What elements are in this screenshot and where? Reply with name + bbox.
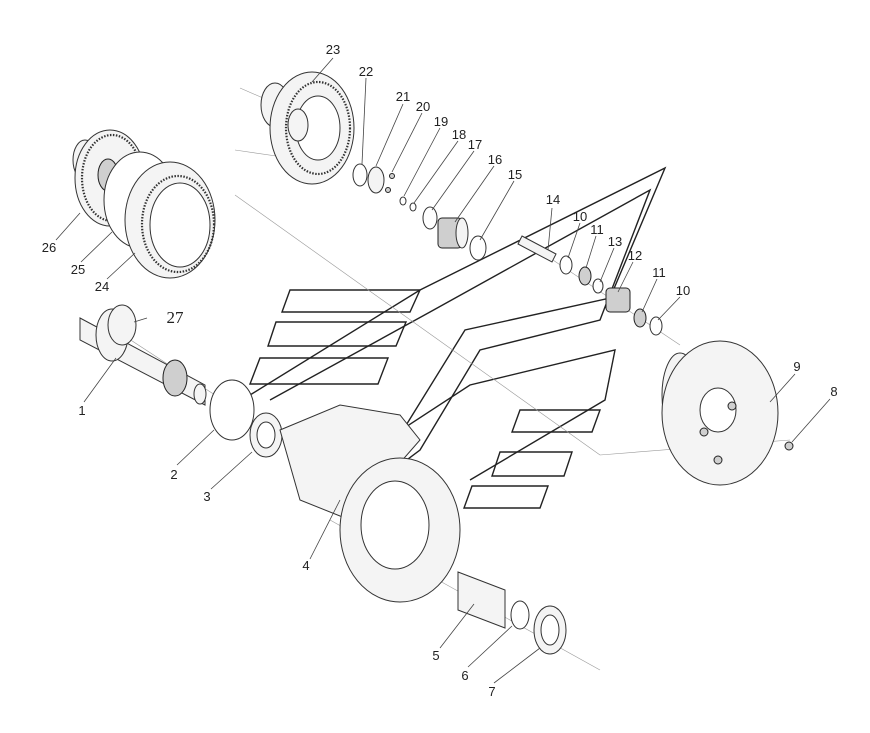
callout-1: 1 xyxy=(78,403,85,418)
callout-13: 13 xyxy=(608,234,622,249)
callout-20: 20 xyxy=(416,99,430,114)
part-10-washer-lower xyxy=(649,316,663,336)
part-19-pin xyxy=(399,196,407,206)
callout-6: 6 xyxy=(461,668,468,683)
callout-14: 14 xyxy=(546,192,560,207)
callout-22: 22 xyxy=(359,64,373,79)
callout-10-lower: 10 xyxy=(676,283,690,298)
callout-26: 26 xyxy=(42,240,56,255)
part-12-gear xyxy=(605,287,631,313)
part-4-housing xyxy=(279,404,461,603)
part-16-gear xyxy=(437,217,469,249)
part-21-plate xyxy=(367,166,385,194)
part-5-sleeve xyxy=(457,571,506,629)
leader-lines xyxy=(55,57,831,684)
part-20-bolt xyxy=(385,173,395,193)
part-17-ring xyxy=(422,206,438,230)
callout-8: 8 xyxy=(830,384,837,399)
part-22-plate xyxy=(352,163,368,187)
callout-27: 27 xyxy=(167,308,185,327)
callout-25: 25 xyxy=(71,262,85,277)
part-2-seal-ring xyxy=(209,379,255,441)
callout-15: 15 xyxy=(508,167,522,182)
part-11-bearing-lower xyxy=(633,308,647,328)
part-18-pin xyxy=(409,202,417,212)
callout-18: 18 xyxy=(452,127,466,142)
callout-12: 12 xyxy=(628,248,642,263)
callout-24: 24 xyxy=(95,279,109,294)
part-7-bearing xyxy=(533,605,567,655)
part-13-ring xyxy=(592,278,604,294)
part-11-bearing-upper xyxy=(578,266,592,286)
part-14-shaft xyxy=(517,235,557,263)
callout-16: 16 xyxy=(488,152,502,167)
callout-11-lower: 11 xyxy=(652,265,666,280)
callout-17: 17 xyxy=(468,137,482,152)
part-10-washer-upper xyxy=(559,255,573,275)
callout-9: 9 xyxy=(793,359,800,374)
callout-11-upper: 11 xyxy=(590,222,604,237)
part-27-flange xyxy=(107,304,137,346)
callout-23: 23 xyxy=(326,42,340,57)
callout-21: 21 xyxy=(396,89,410,104)
part-24-ring-gear xyxy=(124,161,216,279)
callout-7: 7 xyxy=(488,684,495,699)
callout-labels: 23 22 21 20 19 18 17 16 15 14 10 11 13 1… xyxy=(42,42,838,699)
callout-10-upper: 10 xyxy=(573,209,587,224)
callout-4: 4 xyxy=(302,558,309,573)
part-3-bearing xyxy=(249,412,283,458)
part-9-hub xyxy=(661,340,779,486)
part-23-ring-carrier xyxy=(260,71,355,185)
callout-2: 2 xyxy=(170,467,177,482)
callout-3: 3 xyxy=(203,489,210,504)
part-6-ring xyxy=(510,600,530,630)
part-15-ring xyxy=(469,235,487,261)
part-1-axle-shaft xyxy=(79,308,207,406)
part-8-nut xyxy=(784,441,794,451)
callout-19: 19 xyxy=(434,114,448,129)
callout-5: 5 xyxy=(432,648,439,663)
